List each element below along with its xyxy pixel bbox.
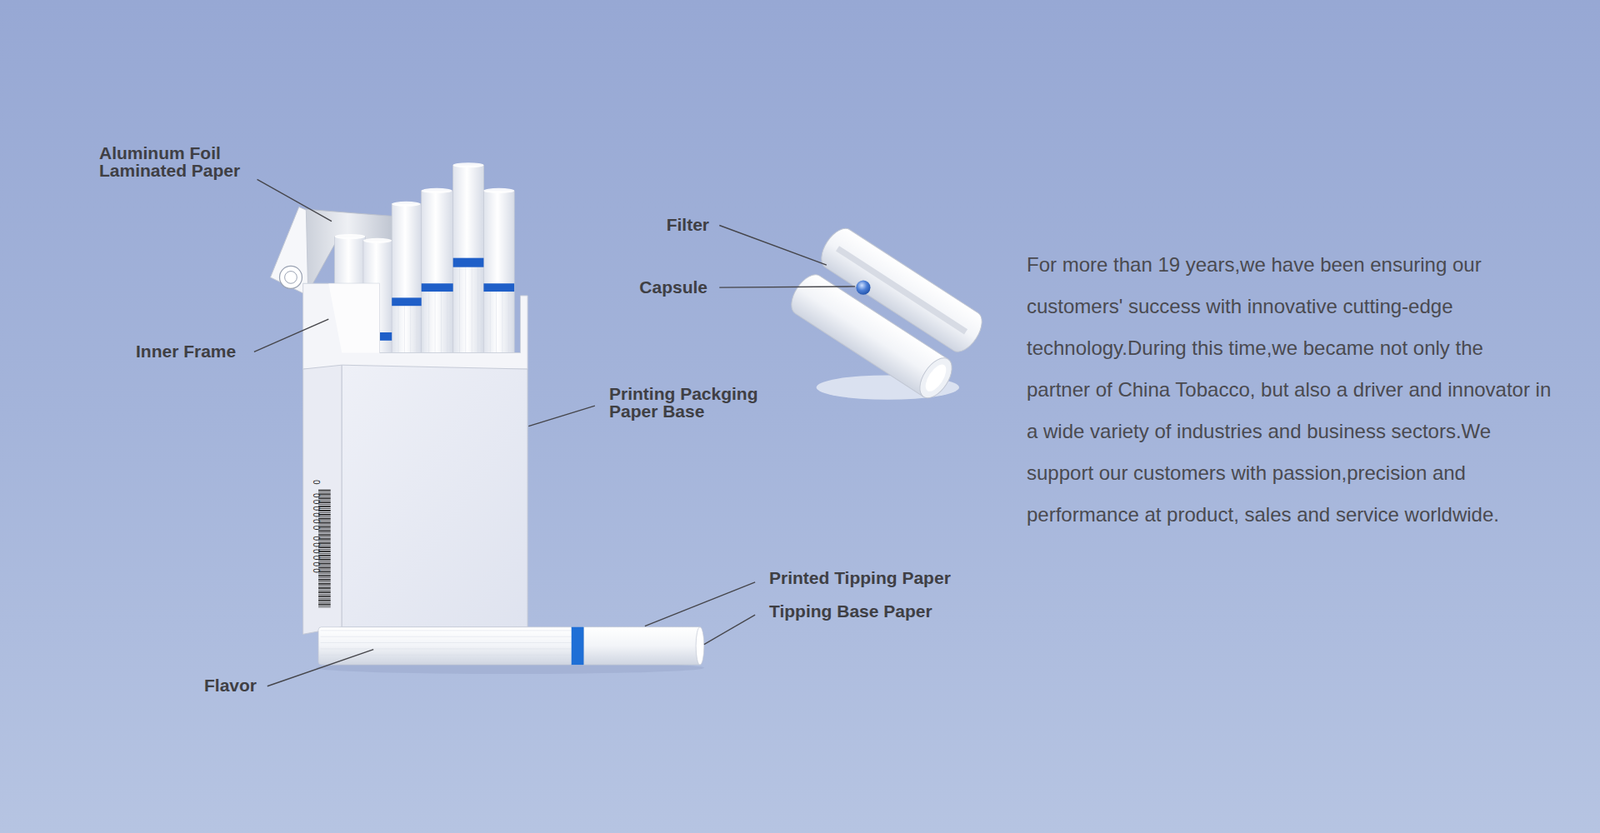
part-label: Printed Tipping Paper xyxy=(769,567,951,590)
part-label: Filter xyxy=(666,214,710,236)
part-label: Aluminum Foil Laminated Paper xyxy=(99,144,266,180)
part-label: Printing Packging Paper Base xyxy=(609,385,793,420)
part-label: Tipping Base Paper xyxy=(769,600,933,623)
barcode-digit: 0 xyxy=(310,480,321,485)
part-label: Inner Frame xyxy=(135,340,236,363)
description-paragraph: For more than 19 years,we have been ensu… xyxy=(1026,244,1552,536)
barcode-number: 000000 000000 xyxy=(310,493,321,575)
part-label: Flavor xyxy=(204,675,257,697)
part-label: Capsule xyxy=(639,276,708,299)
